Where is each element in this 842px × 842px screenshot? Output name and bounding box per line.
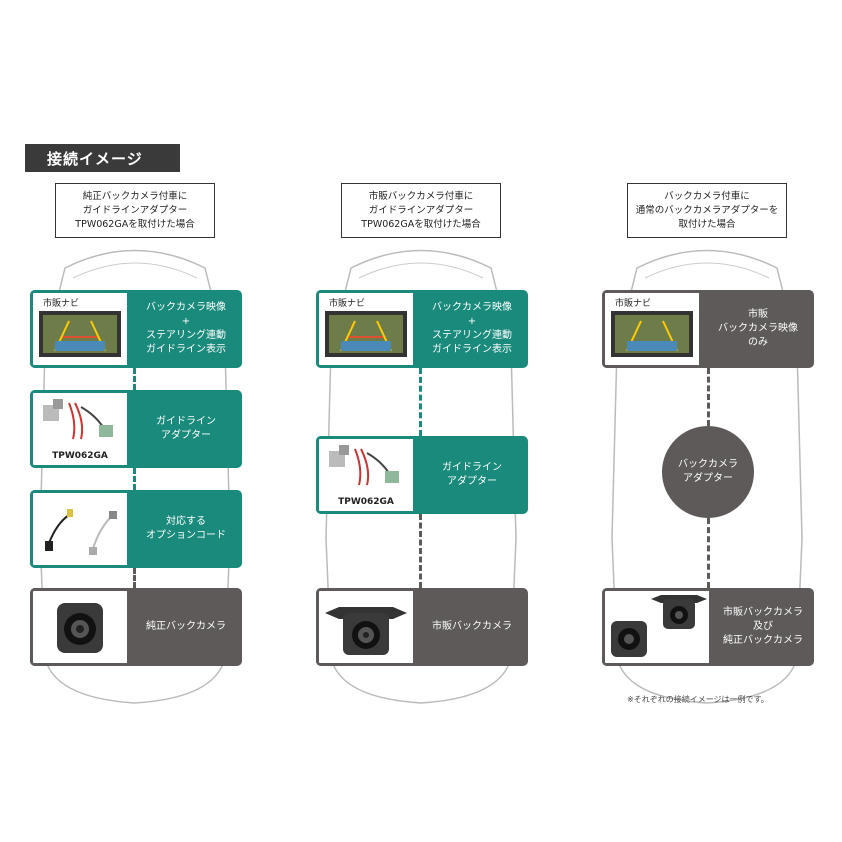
adapter-card: TPW062GA ガイドライン アダプター xyxy=(30,390,242,468)
camera-card: 市販バックカメラ xyxy=(316,588,528,666)
caption-box: 純正バックカメラ付車に ガイドラインアダプター TPW062GAを取付けた場合 xyxy=(55,183,215,238)
navi-screen-image: 市販ナビ xyxy=(30,290,130,368)
card-line: 及び xyxy=(753,621,773,632)
card-line: のみ xyxy=(748,337,768,348)
card-line: 市販バックカメラ xyxy=(432,621,512,632)
card-line: 純正バックカメラ xyxy=(723,635,803,646)
card-line: バックカメラ映像 xyxy=(146,302,226,313)
connector-dash xyxy=(707,518,710,588)
caption-box: バックカメラ付車に 通常のバックカメラアダプターを 取付けた場合 xyxy=(627,183,787,238)
card-line: オプションコード xyxy=(146,530,226,541)
rear-camera-image xyxy=(316,588,416,666)
card-line: 純正バックカメラ xyxy=(146,621,226,632)
connector-dash xyxy=(707,368,710,426)
caption-box: 市販バックカメラ付車に ガイドラインアダプター TPW062GAを取付けた場合 xyxy=(341,183,501,238)
column-genuine-camera-tpw: 純正バックカメラ付車に ガイドラインアダプター TPW062GAを取付けた場合 … xyxy=(0,0,270,842)
card-line: ガイドライン xyxy=(442,462,502,473)
camera-card: 市販バックカメラ 及び 純正バックカメラ xyxy=(602,588,814,666)
footnote: ※それぞれの接続イメージは一例です。 xyxy=(627,695,769,704)
card-line: バックカメラ映像 xyxy=(432,302,512,313)
caption-line: TPW062GAを取付けた場合 xyxy=(361,218,481,230)
caption-line: バックカメラ付車に xyxy=(664,190,750,202)
caption-line: ガイドラインアダプター xyxy=(368,204,474,216)
column-aftermarket-camera-tpw: 市販バックカメラ付車に ガイドラインアダプター TPW062GAを取付けた場合 … xyxy=(286,0,556,842)
part-code: TPW062GA xyxy=(52,451,108,461)
caption-line: TPW062GAを取付けた場合 xyxy=(75,218,195,230)
card-line: 市販 xyxy=(748,309,768,320)
option-cord-image xyxy=(30,490,130,568)
card-line: アダプター xyxy=(161,430,211,441)
card-line: + xyxy=(181,316,191,327)
part-code: TPW062GA xyxy=(338,497,394,507)
section-title: 接続イメージ xyxy=(25,144,180,172)
caption-line: 純正バックカメラ付車に xyxy=(82,190,188,202)
connector-dash xyxy=(133,568,136,588)
connector-dash xyxy=(133,468,136,490)
navi-card: 市販ナビ バックカメラ映像 + ステアリング連動 ガイドライン表示 xyxy=(30,290,242,368)
navi-card: 市販ナビ 市販 バックカメラ映像 のみ xyxy=(602,290,814,368)
card-line: 対応する xyxy=(166,516,206,527)
card-line: ステアリング連動 xyxy=(432,330,512,341)
rear-camera-image xyxy=(30,588,130,666)
circle-line: バックカメラ xyxy=(678,459,738,470)
option-cord-card: 対応する オプションコード xyxy=(30,490,242,568)
column-standard-adapter: バックカメラ付車に 通常のバックカメラアダプターを 取付けた場合 市販ナビ 市販… xyxy=(572,0,842,842)
adapter-harness-image: TPW062GA xyxy=(316,436,416,514)
connector-dash xyxy=(419,368,422,436)
card-line: ステアリング連動 xyxy=(146,330,226,341)
card-line: 市販バックカメラ xyxy=(723,607,803,618)
caption-line: 市販バックカメラ付車に xyxy=(368,190,474,202)
connector-dash xyxy=(419,514,422,588)
card-line: アダプター xyxy=(447,476,497,487)
rear-camera-image xyxy=(602,588,712,666)
caption-line: 取付けた場合 xyxy=(678,218,736,230)
navi-card: 市販ナビ バックカメラ映像 + ステアリング連動 ガイドライン表示 xyxy=(316,290,528,368)
navi-tab-label: 市販ナビ xyxy=(325,296,370,309)
navi-tab-label: 市販ナビ xyxy=(39,296,84,309)
navi-screen-image: 市販ナビ xyxy=(602,290,702,368)
camera-card: 純正バックカメラ xyxy=(30,588,242,666)
adapter-harness-image: TPW062GA xyxy=(30,390,130,468)
card-line: + xyxy=(467,316,477,327)
circle-line: アダプター xyxy=(683,473,733,484)
navi-screen-image: 市販ナビ xyxy=(316,290,416,368)
card-line: ガイドライン表示 xyxy=(146,344,226,355)
connector-dash xyxy=(133,368,136,390)
caption-line: 通常のバックカメラアダプターを xyxy=(635,204,779,216)
card-line: ガイドライン表示 xyxy=(432,344,512,355)
caption-line: ガイドラインアダプター xyxy=(82,204,188,216)
adapter-card: TPW062GA ガイドライン アダプター xyxy=(316,436,528,514)
navi-tab-label: 市販ナビ xyxy=(611,296,656,309)
camera-adapter-circle: バックカメラ アダプター xyxy=(662,426,754,518)
card-line: バックカメラ映像 xyxy=(718,323,798,334)
card-line: ガイドライン xyxy=(156,416,216,427)
